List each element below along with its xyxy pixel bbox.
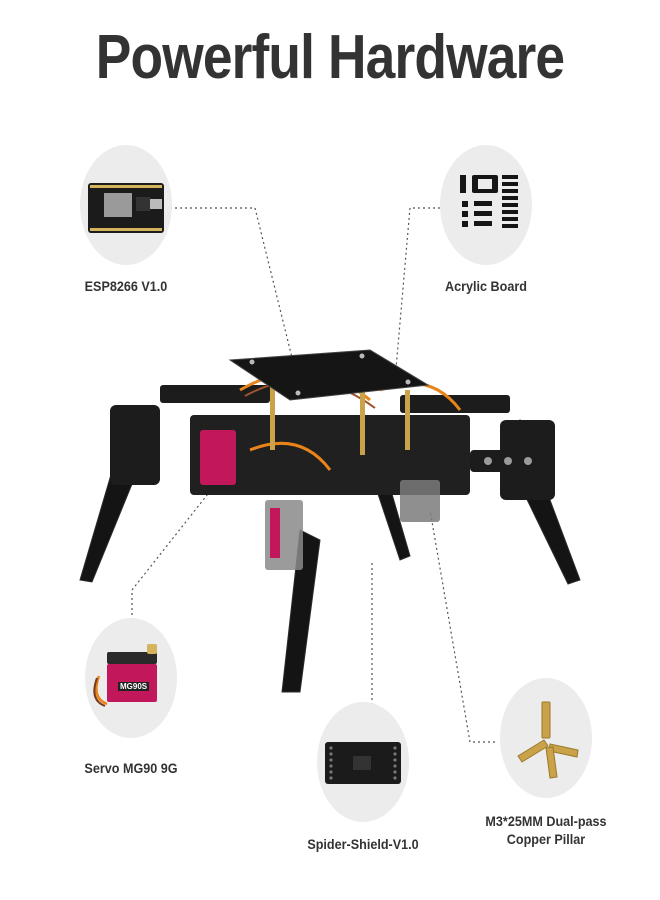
acrylic-disc xyxy=(440,145,532,265)
acrylic-leader-line xyxy=(394,207,445,381)
servo-label: Servo MG90 9G xyxy=(84,760,178,776)
esp8266-label: ESP8266 V1.0 xyxy=(84,278,168,294)
shield-label: Spider-Shield-V1.0 xyxy=(307,836,419,852)
esp8266-board-icon xyxy=(88,183,164,233)
acrylic-label: Acrylic Board xyxy=(445,278,527,294)
acrylic-parts-icon xyxy=(460,175,518,228)
spider-robot-illustration xyxy=(79,349,581,693)
page-title: Powerful Hardware xyxy=(95,23,565,92)
servo-leader-line xyxy=(131,484,216,620)
pillar-label-line2: Copper Pillar xyxy=(506,831,586,847)
pillar-label-line1: M3*25MM Dual-pass xyxy=(485,813,607,829)
spider-shield-board-icon xyxy=(325,742,401,784)
leg-back-left xyxy=(281,529,321,693)
esp-leader-line xyxy=(170,207,301,391)
servo-motor-icon xyxy=(93,644,157,707)
pillar-disc xyxy=(500,678,592,798)
pillar-label: M3*25MM Dual-pass Copper Pillar xyxy=(474,812,618,848)
servo-badge: MG90S xyxy=(118,682,150,691)
copper-pillar-icon xyxy=(517,701,579,779)
pillar-leader-line xyxy=(429,509,495,743)
servo-disc: MG90S xyxy=(85,618,177,738)
esp8266-disc xyxy=(80,145,172,265)
shield-disc xyxy=(317,702,409,822)
